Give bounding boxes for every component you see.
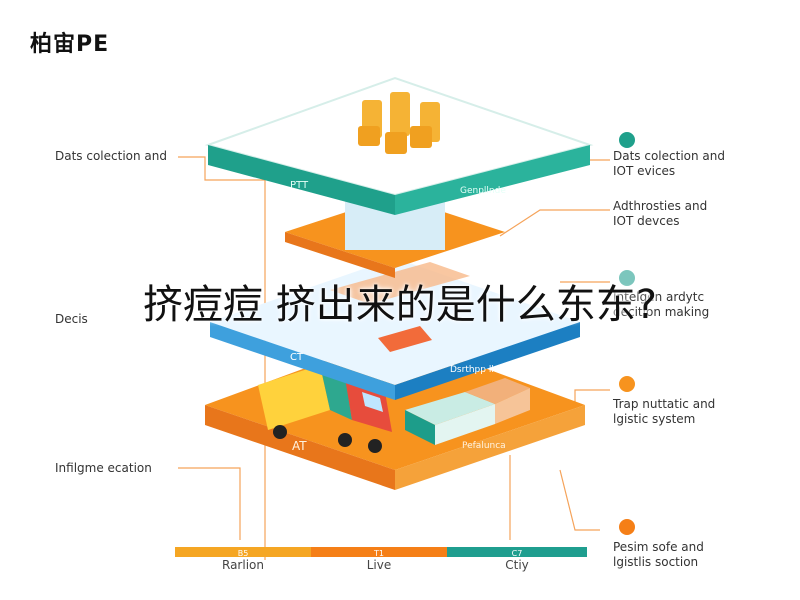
bar-segment-3 (447, 547, 587, 557)
layer-bottom-right-label: Pefalunca (462, 441, 506, 451)
left-label-2: Decis (55, 312, 88, 326)
right-label-3: Intelgen ardytc decition making (613, 290, 710, 319)
overlay-caption: 挤痘痘 挤出来的是什么东东? (143, 282, 657, 328)
bar-label-1: Rarlion (222, 558, 264, 572)
bar-segment-2 (311, 547, 447, 557)
bar-label-2: Live (366, 558, 392, 572)
layer-middle (210, 258, 580, 400)
bar-label-3: Ctiy (505, 558, 529, 572)
layer-middle-right-label: Dsrthpp lhesrval (450, 365, 524, 375)
warehouse-illustration (405, 378, 530, 445)
layer-bottom-left-label: AT (292, 439, 307, 453)
layer-top-right-label: Genpllnde (460, 186, 506, 196)
layer-middle-left-label: CT (290, 352, 304, 363)
alert-icon (619, 376, 635, 392)
connector-lines (178, 156, 610, 560)
bottom-bar: B5 T1 C7 (175, 547, 587, 558)
bar-segment-1 (175, 547, 311, 557)
check-icon (619, 132, 635, 148)
right-label-4: Trap nuttatic and lgistic system (613, 397, 716, 426)
info-icon (619, 270, 635, 286)
left-label-1: Dats colection and (55, 149, 167, 163)
bar-tag-3: C7 (512, 549, 523, 558)
left-label-3: Infilgme ecation (55, 461, 152, 475)
coin-stacks-illustration (358, 92, 440, 154)
bar-tag-1: B5 (238, 549, 249, 558)
layer-connector (285, 196, 505, 278)
layer-top-left-label: PTT (290, 180, 309, 191)
right-label-1: Dats colection and IOT evices (613, 149, 725, 178)
right-label-5: Pesim sofe and lgistlis soction (613, 540, 704, 569)
gear-icon (619, 519, 635, 535)
brand-logo: 柏宙PE (30, 32, 110, 57)
layer-bottom (205, 335, 585, 490)
bar-tag-2: T1 (373, 549, 384, 558)
right-icons (619, 132, 635, 535)
right-label-2: Adthrosties and IOT devces (613, 199, 708, 228)
